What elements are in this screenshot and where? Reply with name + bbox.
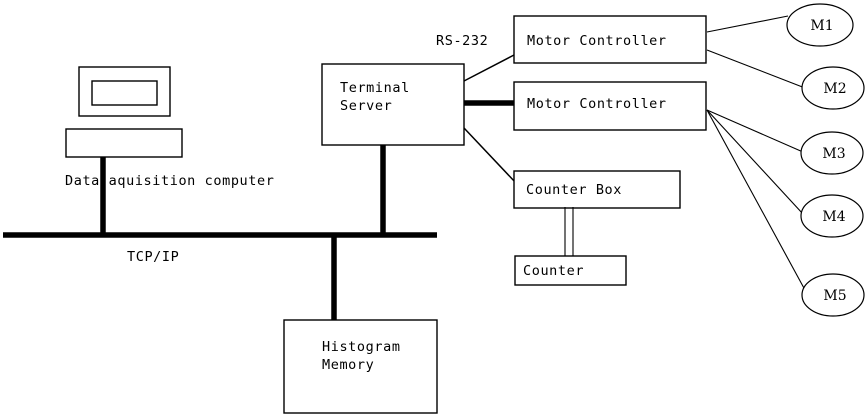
tcpip-bus-group: TCP/IP xyxy=(3,232,437,265)
tcpip-bus-label: TCP/IP xyxy=(127,249,179,265)
motor-m4-ellipse[interactable] xyxy=(800,194,864,238)
histogram-memory-label-line1: Histogram xyxy=(322,339,401,355)
motor-controller-1-fanout xyxy=(706,15,806,89)
motor-m2-node[interactable]: M2 xyxy=(801,66,865,110)
motor-controller-2-fanout xyxy=(706,109,806,291)
terminal-server-label-line1: Terminal xyxy=(340,80,410,96)
motor-m2-ellipse[interactable] xyxy=(801,66,865,110)
counter-node[interactable]: Counter xyxy=(514,255,627,286)
rs232-label: RS-232 xyxy=(436,33,488,49)
motor-controller-1-node[interactable]: Motor Controller xyxy=(513,15,707,64)
link-mc1-to-m1 xyxy=(706,15,789,33)
motor-m4-label: M4 xyxy=(822,209,845,225)
histogram-memory-label-line2: Memory xyxy=(322,357,374,373)
computer-base-icon xyxy=(65,128,183,158)
data-acquisition-computer[interactable]: Data aquisition computer xyxy=(65,66,274,237)
motor-m1-label: M1 xyxy=(810,18,833,34)
link-mc2-to-m3 xyxy=(706,109,804,153)
monitor-screen-icon xyxy=(91,80,158,106)
terminal-server-to-motor-controller-1-link xyxy=(463,54,515,82)
rs232-link-group: RS-232 xyxy=(436,33,515,82)
counter-box-box[interactable] xyxy=(513,170,681,209)
counter-box-label: Counter Box xyxy=(526,182,622,198)
counter-box-small[interactable] xyxy=(514,255,627,286)
histogram-memory-box[interactable] xyxy=(283,319,438,414)
terminal-server-label-line2: Server xyxy=(340,98,392,114)
motor-m1-ellipse[interactable] xyxy=(786,3,854,47)
motor-m5-label: M5 xyxy=(823,288,846,304)
data-acquisition-computer-label: Data aquisition computer xyxy=(65,173,274,189)
counter-box-to-counter-link xyxy=(564,207,574,257)
motor-controller-1-box[interactable] xyxy=(513,15,707,64)
motor-m5-ellipse[interactable] xyxy=(801,273,865,317)
motor-controller-2-box[interactable] xyxy=(513,81,707,131)
motor-m3-ellipse[interactable] xyxy=(800,131,864,175)
counter-label: Counter xyxy=(523,263,584,279)
motor-m3-label: M3 xyxy=(822,146,845,162)
histogram-memory-node[interactable]: Histogram Memory xyxy=(283,233,438,414)
link-mc1-to-m2 xyxy=(706,49,806,89)
motor-m4-node[interactable]: M4 xyxy=(800,194,864,238)
motor-m2-label: M2 xyxy=(823,81,846,97)
counter-box-node[interactable]: Counter Box xyxy=(513,170,681,209)
motor-controller-2-label: Motor Controller xyxy=(527,96,667,112)
motor-m3-node[interactable]: M3 xyxy=(800,131,864,175)
terminal-server-to-counter-box-link xyxy=(463,127,517,184)
link-mc2-to-m5 xyxy=(706,109,806,291)
terminal-server-box[interactable] xyxy=(321,63,465,146)
motor-m5-node[interactable]: M5 xyxy=(801,273,865,317)
link-mc2-to-m4 xyxy=(706,109,804,215)
motor-controller-1-label: Motor Controller xyxy=(527,33,667,49)
terminal-server-node[interactable]: Terminal Server xyxy=(321,63,465,237)
motor-controller-2-node[interactable]: Motor Controller xyxy=(513,81,707,131)
motor-m1-node[interactable]: M1 xyxy=(786,3,854,47)
